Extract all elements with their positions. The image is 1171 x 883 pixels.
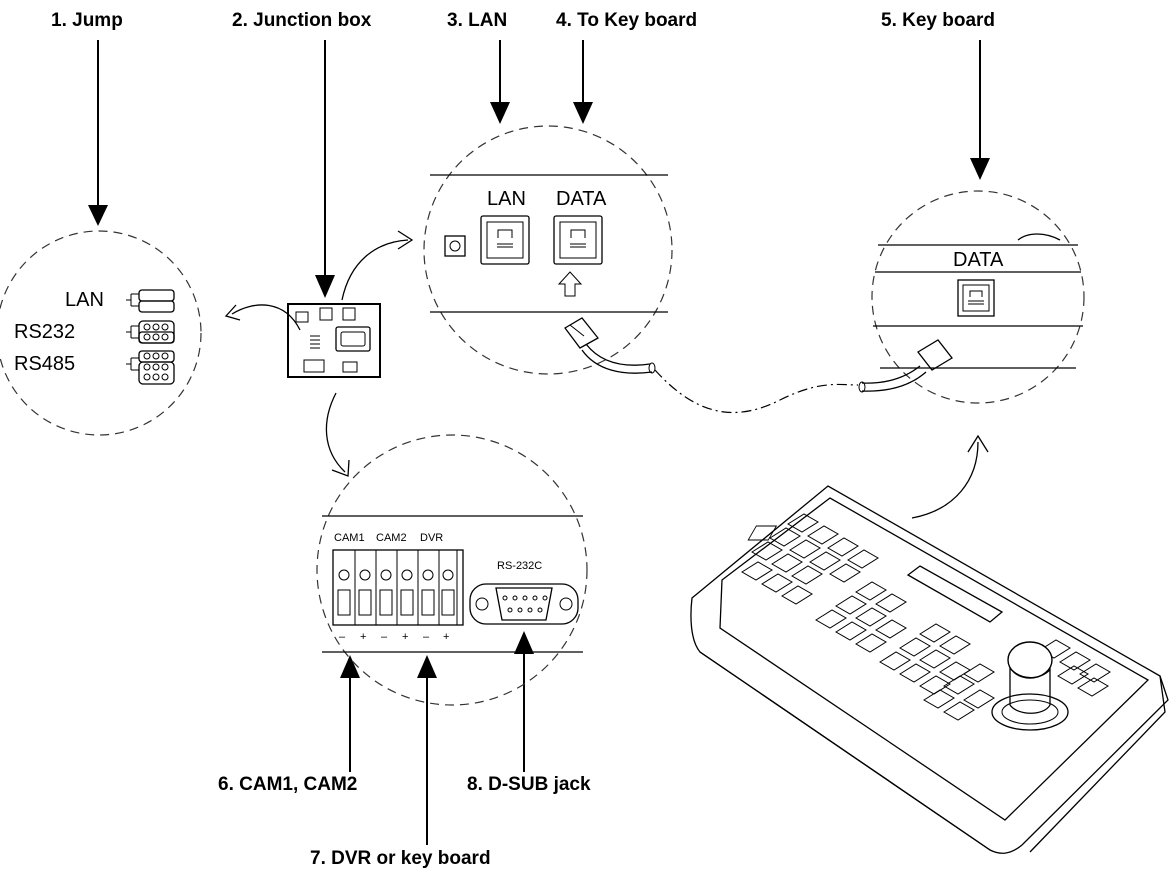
keyboard-data-circle: DATA	[858, 190, 1085, 404]
jumper-detail-circle: LAN RS232 RS485	[0, 230, 202, 436]
jumper-label-rs485: RS485	[14, 353, 75, 375]
pointer-arrows-down	[88, 40, 990, 298]
insert-arrow	[557, 271, 583, 297]
cable-link	[654, 369, 859, 414]
lan-port-detail-circle: LAN DATA	[423, 125, 673, 375]
keyboard-data-label: DATA	[953, 249, 1004, 271]
keypad-left	[741, 513, 879, 605]
rj45-plug	[564, 317, 656, 374]
polarity-3: –	[381, 631, 388, 643]
callout-jump: 1. Jump	[51, 10, 123, 31]
data-rj45-port	[553, 215, 603, 265]
joystick	[991, 641, 1069, 731]
screw-terminal-block	[332, 549, 464, 626]
polarity-4: +	[402, 631, 408, 643]
polarity-6: +	[443, 631, 449, 643]
polarity-5: –	[423, 631, 430, 643]
callout-cam: 6. CAM1, CAM2	[218, 774, 357, 795]
keyboard-rj45-plug	[858, 339, 953, 393]
cam1-label: CAM1	[334, 532, 365, 544]
keyboard-curved-arrow	[911, 434, 989, 519]
terminal-detail-circle: CAM1 CAM2 DVR RS-232C – + – + – +	[316, 434, 588, 706]
jumper-label-lan: LAN	[65, 289, 104, 311]
callout-dsub: 8. D-SUB jack	[467, 774, 591, 795]
callout-keyboard: 5. Key board	[881, 10, 995, 31]
keypad-middle	[815, 581, 995, 721]
callout-junction-box: 2. Junction box	[232, 10, 372, 31]
lan-rj45-port	[480, 215, 530, 265]
rs232c-label: RS-232C	[497, 560, 542, 572]
polarity-2: +	[360, 631, 366, 643]
lan-port-label: LAN	[487, 188, 526, 210]
keyboard-data-port	[957, 279, 995, 317]
keyboard-controller	[690, 485, 1169, 854]
dsub-connector	[469, 583, 579, 625]
junction-curved-arrows	[224, 230, 414, 477]
polarity-1: –	[339, 631, 346, 643]
junction-box	[287, 303, 381, 378]
pointer-arrows-up	[340, 631, 534, 845]
jumper-label-rs232: RS232	[14, 321, 75, 343]
keypad-right	[1039, 639, 1111, 697]
cam2-label: CAM2	[376, 532, 407, 544]
callout-to-keyboard: 4. To Key board	[556, 10, 697, 31]
callout-dvr: 7. DVR or key board	[310, 848, 491, 869]
data-port-label: DATA	[556, 188, 607, 210]
callout-lan: 3. LAN	[447, 10, 507, 31]
dvr-label: DVR	[420, 532, 443, 544]
